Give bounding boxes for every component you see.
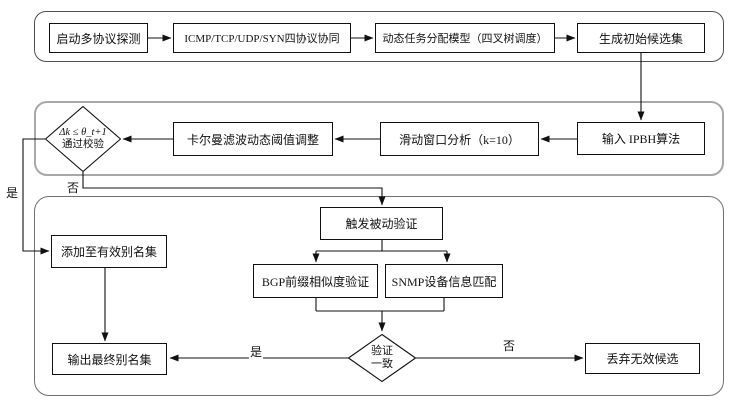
- branch-label-no-check: 否: [66, 179, 81, 196]
- decision-verify-consistent: 验证 一致: [348, 334, 416, 382]
- node-discard-invalid: 丢弃无效候选: [585, 343, 700, 374]
- decision-line1: Δk ≤ θ_t+1: [59, 126, 107, 138]
- node-sliding-window: 滑动窗口分析（k=10）: [380, 122, 539, 156]
- edge-check-yes-add: [22, 138, 50, 255]
- node-label: 卡尔曼滤波动态阈值调整: [186, 132, 319, 147]
- container-probe-stage: [34, 11, 724, 62]
- node-trigger-passive-verify: 触发被动验证: [320, 207, 443, 240]
- node-task-model: 动态任务分配模型（四叉树调度）: [375, 23, 555, 53]
- branch-label-yes-verify: 是: [249, 343, 264, 360]
- node-snmp-device-match: SNMP设备信息匹配: [385, 264, 503, 298]
- node-label: 输出最终别名集: [67, 352, 152, 367]
- node-label: 滑动窗口分析（k=10）: [399, 132, 520, 147]
- decision-line2: 一致: [371, 358, 393, 370]
- node-kalman-filter: 卡尔曼滤波动态阈值调整: [173, 122, 333, 156]
- branch-label-yes-left: 是: [5, 184, 20, 201]
- node-bgp-prefix-verify: BGP前缀相似度验证: [253, 264, 378, 298]
- decision-threshold-check: Δk ≤ θ_t+1 通过校验: [45, 106, 121, 172]
- decision-label: 验证 一致: [348, 334, 416, 382]
- node-label: 输入 IPBH算法: [601, 132, 681, 146]
- node-label: 动态任务分配模型（四叉树调度）: [382, 33, 548, 45]
- node-label: 丢弃无效候选: [606, 352, 679, 366]
- node-add-valid-alias: 添加至有效别名集: [51, 235, 167, 268]
- node-four-protocols: ICMP/TCP/UDP/SYN四协议协同: [173, 23, 351, 53]
- branch-label-no-verify: 否: [502, 337, 517, 354]
- node-label: BGP前缀相似度验证: [261, 274, 370, 289]
- node-ipbh-input: 输入 IPBH算法: [577, 122, 705, 155]
- diamond-shape: [45, 106, 121, 172]
- node-label: 启动多协议探测: [56, 31, 141, 46]
- decision-line2: 通过校验: [62, 139, 104, 150]
- node-candidate-set: 生成初始候选集: [577, 23, 705, 53]
- node-output-final-alias: 输出最终别名集: [52, 343, 167, 375]
- node-label: 添加至有效别名集: [60, 245, 157, 259]
- decision-line1: 验证: [371, 345, 393, 357]
- decision-label: Δk ≤ θ_t+1 通过校验: [45, 106, 121, 172]
- node-label: ICMP/TCP/UDP/SYN四协议协同: [184, 33, 340, 45]
- node-start-probe: 启动多协议探测: [49, 23, 148, 53]
- node-label: 生成初始候选集: [598, 31, 683, 46]
- node-label: 触发被动验证: [345, 217, 418, 231]
- diamond-shape: [348, 334, 416, 382]
- edge-check-no-trigger: [82, 172, 386, 206]
- node-label: SNMP设备信息匹配: [391, 274, 497, 289]
